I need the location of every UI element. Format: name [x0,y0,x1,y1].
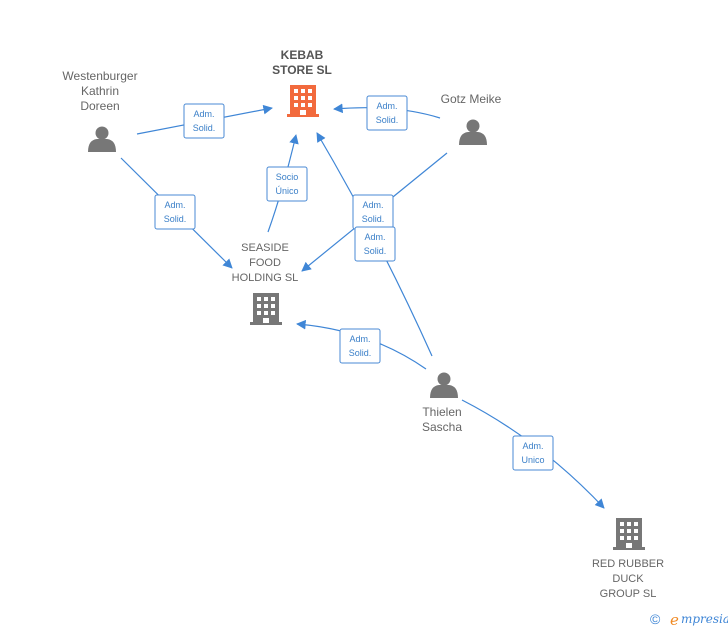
person-name-line-1: Westenburger [62,69,137,83]
rel-line-2: Unico [521,455,544,465]
building-icon [250,293,282,325]
company-node-seaside-food-holding[interactable]: SEASIDE FOOD HOLDING SL [232,242,299,325]
edge-label-westenburger-kebab: Adm. Solid. [183,103,225,139]
rel-line-1: Adm. [364,232,385,242]
rel-line-2: Solid. [364,246,387,256]
company-name-line-1: SEASIDE [241,242,289,254]
person-name-line-3: Doreen [80,99,119,113]
building-icon [613,518,645,550]
company-name-line-3: GROUP SL [600,588,657,600]
rel-line-1: Adm. [164,200,185,210]
edge-label-gotz-seaside: Adm. Solid. [352,194,394,230]
edge-label-seaside-kebab: Socio Único [266,166,308,202]
brand-name: mpresia [681,612,728,626]
company-name-line-2: DUCK [612,573,644,585]
company-name-line-2: STORE SL [272,63,332,77]
rel-line-2: Solid. [349,348,372,358]
person-name-line-1: Gotz Meike [441,92,502,106]
rel-line-1: Adm. [193,109,214,119]
edge-label-gotz-kebab: Adm. Solid. [366,95,408,131]
company-name-line-1: KEBAB [281,48,324,62]
rel-line-2: Solid. [362,214,385,224]
person-icon [430,372,458,398]
copyright-symbol: © [650,611,661,627]
person-icon [459,119,487,145]
company-node-kebab-store[interactable]: KEBAB STORE SL [272,48,332,117]
edge-label-westenburger-seaside: Adm. Solid. [154,194,196,230]
empresia-watermark: © e mpresia [650,611,728,629]
person-icon [88,126,116,152]
person-name-line-2: Kathrin [81,84,119,98]
person-node-westenburger[interactable]: Westenburger Kathrin Doreen [62,69,138,152]
company-name-line-3: HOLDING SL [232,272,299,284]
company-node-red-rubber-duck[interactable]: RED RUBBER DUCK GROUP SL [592,518,664,600]
rel-line-1: Adm. [376,101,397,111]
edge-label-thielen-seaside: Adm. Solid. [339,328,381,364]
rel-line-1: Adm. [349,334,370,344]
edge-label-thielen-kebab: Adm. Solid. [354,226,396,262]
rel-line-2: Solid. [164,214,187,224]
rel-line-1: Adm. [362,200,383,210]
person-node-gotz-meike[interactable]: Gotz Meike [441,92,502,145]
person-name-line-2: Sascha [422,420,462,434]
rel-line-2: Único [275,186,298,196]
brand-initial: e [670,611,679,629]
rel-line-1: Adm. [522,441,543,451]
rel-line-2: Solid. [193,123,216,133]
edge-labels: Adm. Solid. Adm. Solid. Socio Único Adm.… [154,95,554,471]
rel-line-2: Solid. [376,115,399,125]
edge-label-thielen-redrubber: Adm. Unico [512,435,554,471]
person-name-line-1: Thielen [422,405,461,419]
company-name-line-2: FOOD [249,257,281,269]
person-node-thielen-sascha[interactable]: Thielen Sascha [422,372,462,435]
rel-line-1: Socio [276,172,299,182]
company-name-line-1: RED RUBBER [592,558,664,570]
building-icon [287,85,319,117]
